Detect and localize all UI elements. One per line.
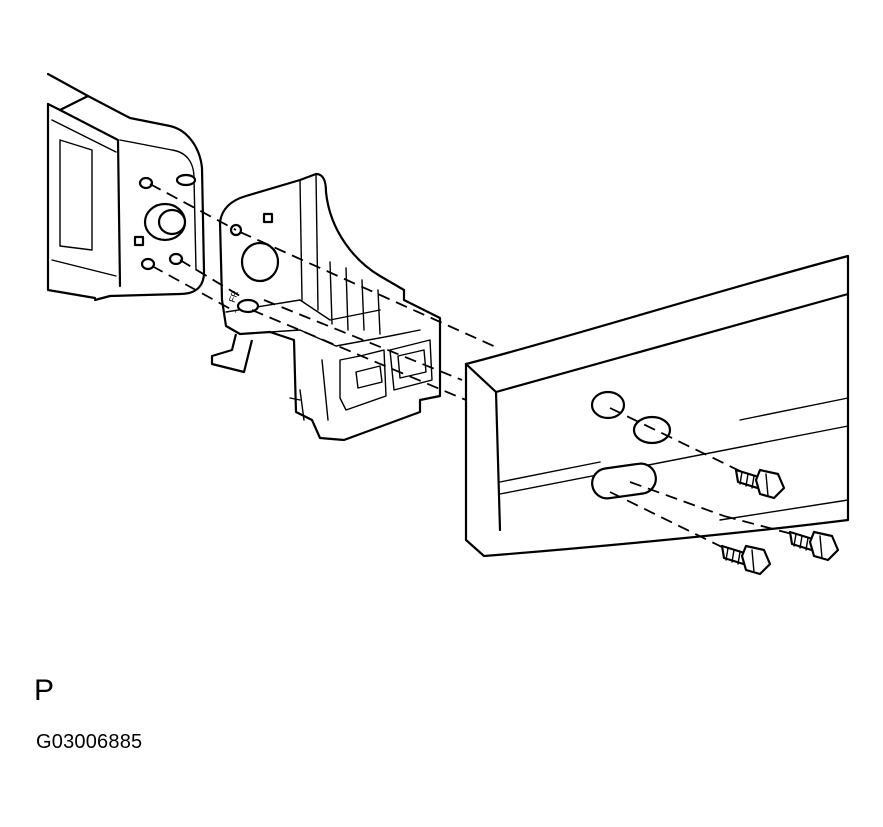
figure-code: G03006885	[36, 731, 143, 753]
bolt-icon	[720, 544, 772, 576]
bolt-icon	[734, 468, 786, 500]
svg-text:FR: FR	[227, 289, 241, 304]
view-letter: P	[34, 674, 55, 707]
bumper-beam-icon	[464, 254, 850, 558]
alignment-lines	[149, 183, 793, 549]
bolt-icon	[788, 530, 840, 562]
frame-rail-icon	[46, 72, 206, 302]
bracket-icon: FR	[210, 172, 442, 442]
exploded-assembly-diagram: FR	[46, 72, 850, 576]
